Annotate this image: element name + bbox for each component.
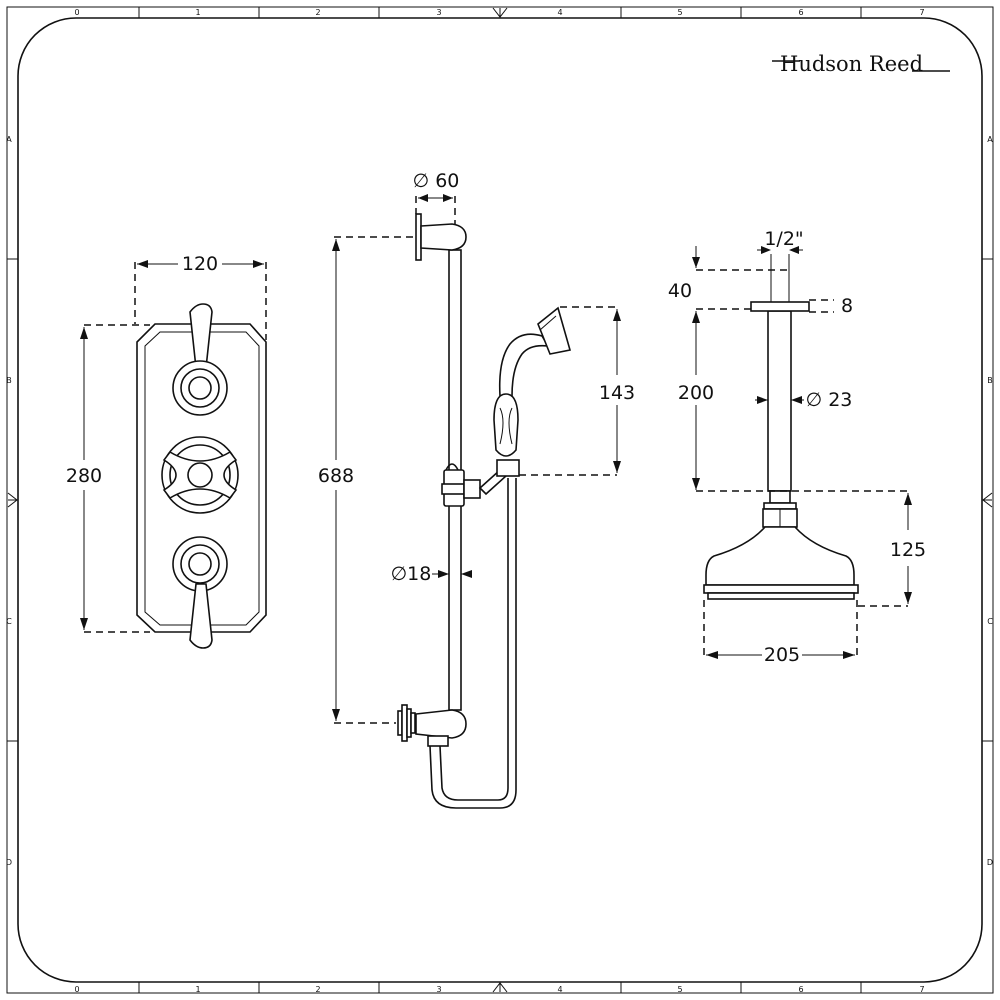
- dim-arm-length: 200: [678, 382, 714, 404]
- handset-handle: [493, 393, 519, 457]
- handset-head: [537, 306, 572, 355]
- grid-row-c-right: C: [987, 617, 993, 626]
- grid-col-0: 0: [74, 8, 79, 17]
- dim-rail-diameter: ∅18: [391, 563, 432, 585]
- grid-col-0-bottom: 0: [74, 985, 79, 994]
- hose-outlet: [427, 735, 449, 747]
- shower-hose: [429, 478, 517, 809]
- grid-col-2-bottom: 2: [315, 985, 320, 994]
- grid-col-6: 6: [798, 8, 803, 17]
- drawing-frame: 0 1 2 3 4 5 6 7 0 1 2 3 4 5 6 7 A B C D …: [6, 6, 994, 994]
- shower-head-face: [703, 584, 859, 594]
- grid-col-7: 7: [919, 8, 924, 17]
- dim-handset-height: 143: [599, 382, 635, 404]
- brand-name: Hudson Reed: [780, 52, 923, 76]
- sheet-border: [17, 17, 983, 983]
- grid-col-5: 5: [677, 8, 682, 17]
- bottom-rail-bracket: [415, 709, 467, 739]
- dim-arm-thread: 1/2": [764, 228, 803, 250]
- grid-col-6-bottom: 6: [798, 985, 803, 994]
- dim-head-width: 205: [764, 644, 800, 666]
- grid-col-4-bottom: 4: [557, 985, 562, 994]
- grid-col-2: 2: [315, 8, 320, 17]
- grid-col-3-bottom: 3: [436, 985, 441, 994]
- top-lever-handle: [189, 303, 213, 369]
- dim-head-height: 125: [890, 539, 926, 561]
- top-rail-bracket: [420, 223, 467, 251]
- slider-knob: [463, 479, 481, 499]
- grid-row-d-right: D: [987, 858, 993, 867]
- grid-row-c: C: [6, 617, 12, 626]
- grid-col-5-bottom: 5: [677, 985, 682, 994]
- ceiling-arm: [767, 310, 792, 492]
- dim-rail-height: 688: [318, 465, 354, 487]
- handset-neck: [498, 333, 550, 397]
- dim-bracket-diameter: ∅ 60: [413, 170, 460, 192]
- dim-valve-height: 280: [66, 465, 102, 487]
- dim-arm-offset: 40: [668, 280, 692, 302]
- grid-col-1: 1: [195, 8, 200, 17]
- brand-logo: Hudson Reed: [772, 52, 950, 76]
- grid-col-4: 4: [557, 8, 562, 17]
- grid-col-1-bottom: 1: [195, 985, 200, 994]
- head-swivel-nut: [763, 502, 797, 510]
- grid-row-d: D: [6, 858, 12, 867]
- dim-valve-width: 120: [182, 253, 218, 275]
- dim-flange-thickness: 8: [841, 295, 853, 317]
- grid-col-3: 3: [436, 8, 441, 17]
- shower-head-dome: [705, 526, 855, 586]
- handset-holder: [496, 459, 520, 477]
- thermostatic-valve: 120 280: [66, 253, 267, 649]
- dim-arm-diameter: ∅ 23: [806, 389, 853, 411]
- slide-rail-kit: 688 ∅ 60 ∅18 143: [318, 170, 635, 809]
- grid-col-7-bottom: 7: [919, 985, 924, 994]
- grid-row-b-right: B: [987, 376, 993, 385]
- fixed-shower-head-assembly: 1/2" 40 8 200 ∅ 23 125: [668, 228, 926, 666]
- bottom-lever-handle: [189, 583, 213, 649]
- grid-row-b: B: [6, 376, 12, 385]
- valve-faceplate: [136, 323, 267, 633]
- grid-row-a-right: A: [987, 135, 993, 144]
- ceiling-flange: [750, 301, 810, 312]
- grid-row-a: A: [6, 135, 12, 144]
